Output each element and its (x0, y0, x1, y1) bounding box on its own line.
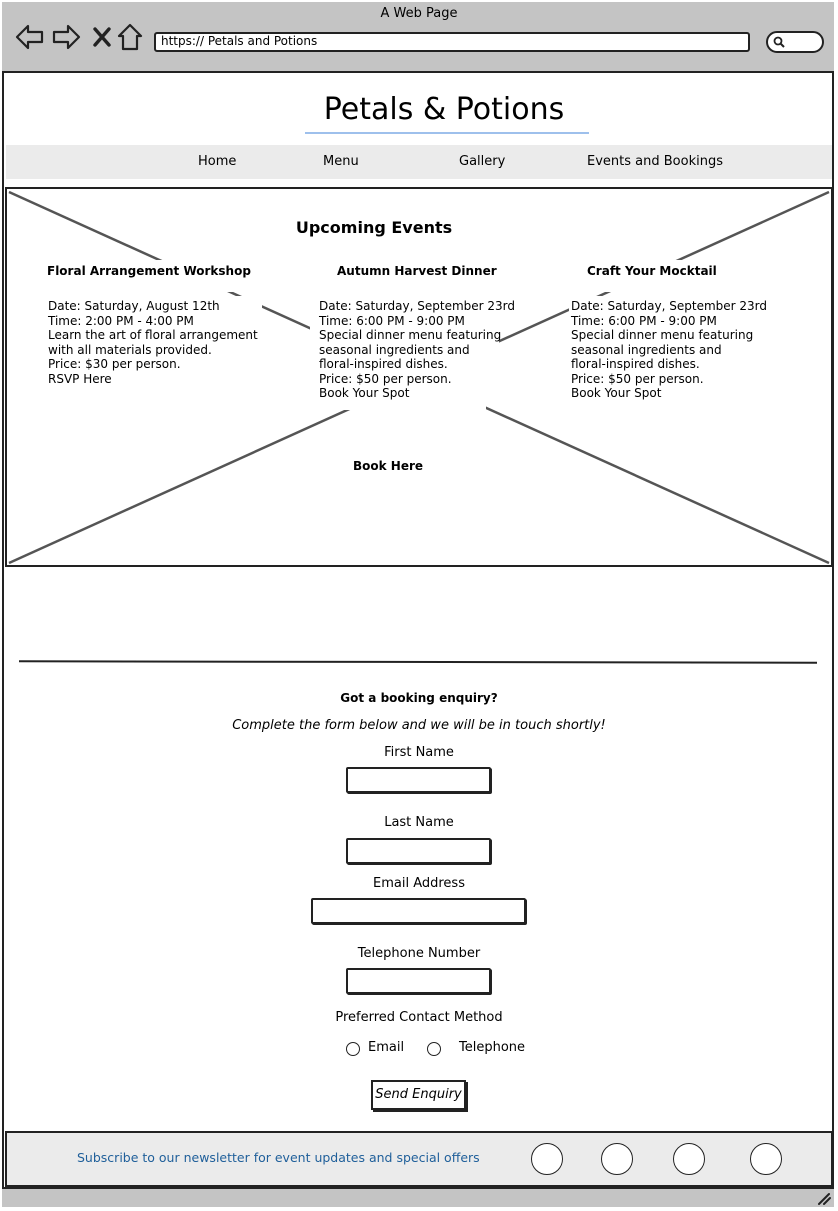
forward-arrow-icon[interactable] (51, 22, 81, 52)
social-icon-1[interactable] (531, 1143, 563, 1175)
email-address-label: Email Address (373, 876, 465, 891)
book-here-button[interactable]: Book Here (353, 459, 424, 473)
event-price: Price: $50 per person. (319, 371, 452, 386)
event-date: Date: Saturday, September 23rd (571, 299, 767, 313)
enquiry-subheading: Complete the form below and we will be i… (232, 718, 606, 733)
social-icon-3[interactable] (673, 1143, 705, 1175)
newsletter-subscribe-link[interactable]: Subscribe to our newsletter for event up… (77, 1150, 480, 1165)
social-icon-4[interactable] (750, 1143, 782, 1175)
event-description: seasonal ingredients and (319, 342, 470, 357)
home-icon[interactable] (115, 22, 145, 52)
browser-search-field[interactable] (766, 31, 824, 53)
last-name-label: Last Name (384, 815, 454, 830)
event-date: Date: Saturday, September 23rd (319, 299, 515, 313)
upcoming-events-heading: Upcoming Events (295, 218, 453, 237)
site-title: Petals & Potions (323, 92, 565, 127)
address-bar[interactable]: https:// Petals and Potions (154, 32, 750, 52)
send-enquiry-button[interactable]: Send Enquiry (371, 1080, 466, 1110)
browser-statusbar (2, 1187, 834, 1207)
search-icon (773, 36, 785, 48)
event-description: seasonal ingredients and (571, 342, 722, 357)
contact-telephone-radio[interactable] (427, 1042, 441, 1056)
telephone-number-label: Telephone Number (357, 946, 481, 961)
event-card-mocktail: Date: Saturday, September 23rd Time: 6:0… (569, 296, 767, 401)
nav-events-and-bookings[interactable]: Events and Bookings (587, 154, 723, 169)
enquiry-heading: Got a booking enquiry? (340, 691, 498, 705)
last-name-field[interactable] (346, 838, 491, 864)
email-address-field[interactable] (311, 898, 526, 924)
event-time: Time: 2:00 PM - 4:00 PM (48, 313, 194, 328)
back-arrow-icon[interactable] (15, 22, 45, 52)
event-card-floral-header (44, 260, 258, 292)
social-icon-2[interactable] (601, 1143, 633, 1175)
event-description: Special dinner menu featuring (571, 328, 754, 342)
event-price: Price: $50 per person. (571, 371, 704, 386)
preferred-contact-method-label: Preferred Contact Method (335, 1010, 503, 1025)
contact-email-radio[interactable] (346, 1042, 360, 1056)
event-description: Learn the art of floral arrangement (48, 328, 258, 342)
event-card-floral: Date: Saturday, August 12th Time: 2:00 P… (46, 296, 262, 386)
nav-gallery[interactable]: Gallery (459, 154, 506, 169)
nav-home[interactable]: Home (198, 154, 237, 169)
event-date: Date: Saturday, August 12th (48, 299, 220, 313)
event-description: floral-inspired dishes. (319, 357, 448, 371)
event-title: Autumn Harvest Dinner (337, 264, 497, 278)
event-time: Time: 6:00 PM - 9:00 PM (571, 313, 717, 328)
contact-email-label: Email (368, 1040, 405, 1055)
event-title: Craft Your Mocktail (587, 264, 717, 278)
event-description: with all materials provided. (48, 342, 212, 357)
close-icon[interactable] (87, 22, 117, 52)
event-time: Time: 6:00 PM - 9:00 PM (319, 313, 465, 328)
rsvp-link[interactable]: RSVP Here (48, 371, 112, 386)
event-card-mocktail-header (568, 260, 748, 292)
resize-grip-icon[interactable] (816, 1190, 832, 1209)
window-title: A Web Page (380, 6, 458, 21)
first-name-field[interactable] (346, 767, 491, 793)
event-title: Floral Arrangement Workshop (47, 264, 251, 278)
title-underline (305, 132, 589, 134)
first-name-label: First Name (384, 745, 454, 760)
event-description: Special dinner menu featuring (319, 328, 502, 342)
telephone-number-field[interactable] (346, 968, 491, 994)
book-your-spot-link[interactable]: Book Your Spot (319, 386, 410, 400)
event-description: floral-inspired dishes. (571, 357, 700, 371)
main-navigation (6, 145, 832, 179)
nav-menu[interactable]: Menu (323, 154, 359, 169)
book-your-spot-link[interactable]: Book Your Spot (571, 386, 662, 400)
contact-telephone-label: Telephone (459, 1040, 526, 1055)
event-card-autumn: Date: Saturday, September 23rd Time: 6:0… (317, 296, 515, 401)
event-price: Price: $30 per person. (48, 357, 181, 371)
